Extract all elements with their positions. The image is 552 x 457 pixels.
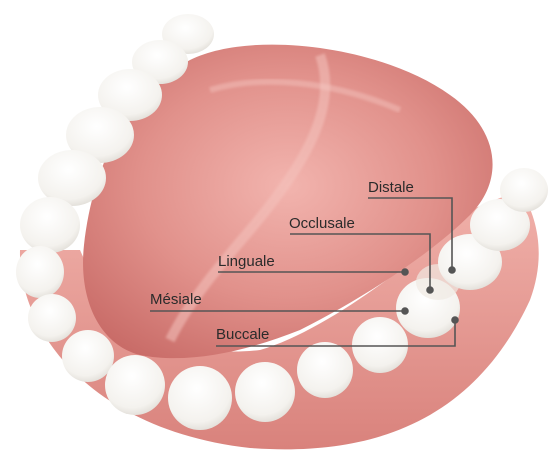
leader-dot-distale (449, 267, 455, 273)
tooth (297, 342, 353, 398)
tooth (352, 317, 408, 373)
tooth (28, 294, 76, 342)
leader-dot-mesiale (402, 308, 408, 314)
label-buccale: Buccale (216, 326, 269, 343)
tooth (235, 362, 295, 422)
tooth (20, 197, 80, 253)
tooth (16, 246, 64, 298)
leader-dot-buccale (452, 317, 458, 323)
label-linguale: Linguale (218, 253, 275, 270)
leader-dot-linguale (402, 269, 408, 275)
label-mesiale: Mésiale (150, 291, 202, 308)
tooth (168, 366, 232, 430)
label-occlusale: Occlusale (289, 215, 355, 232)
tooth (500, 168, 548, 212)
tooth (105, 355, 165, 415)
label-distale: Distale (368, 179, 414, 196)
leader-dot-occlusale (427, 287, 433, 293)
tooth (62, 330, 114, 382)
